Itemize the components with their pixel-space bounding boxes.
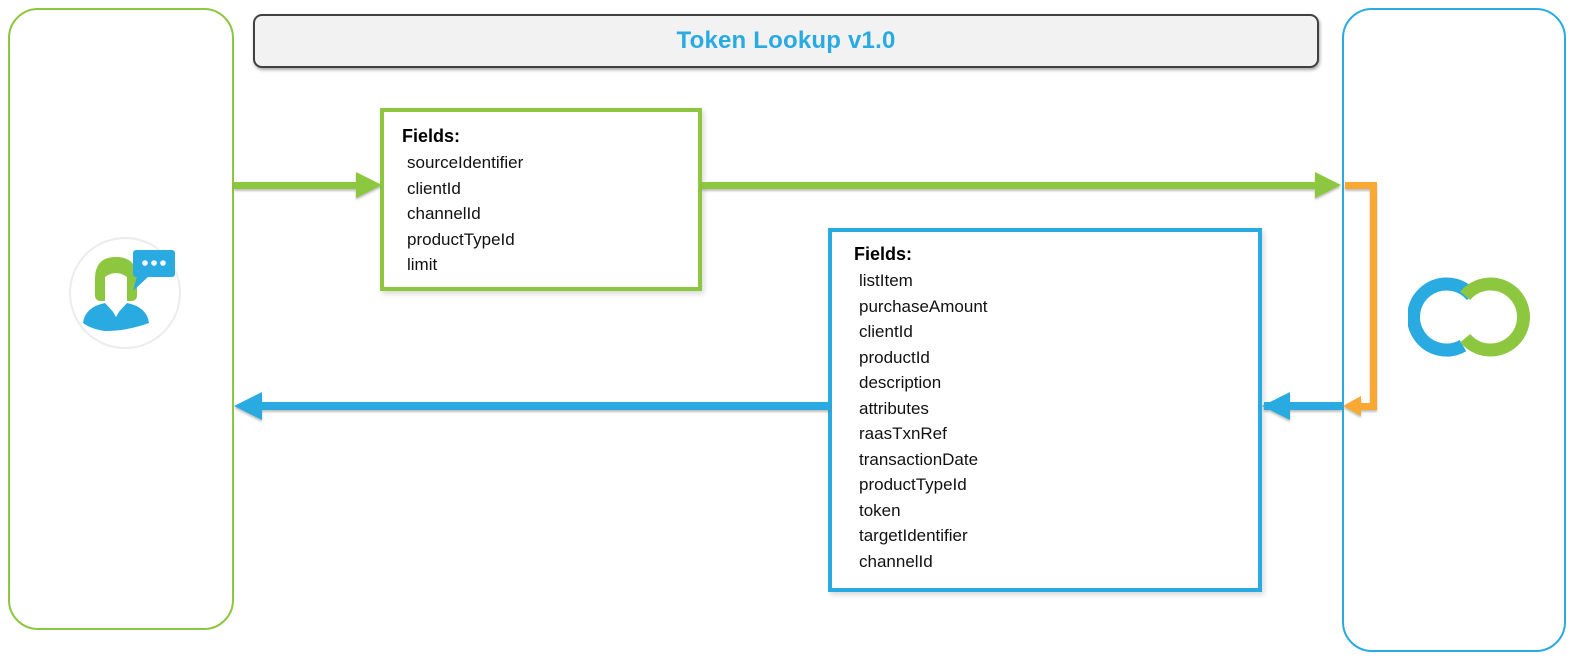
- response-fields-list: listItem purchaseAmount clientId productId d…: [854, 268, 1236, 574]
- field-item: targetIdentifier: [859, 526, 968, 545]
- field-item: token: [859, 500, 901, 520]
- connector-vertical-segment: [1370, 182, 1377, 410]
- request-arrowhead-icon: [1315, 172, 1341, 198]
- response-arrow-segment-1: [1262, 392, 1342, 420]
- field-item: channelId: [859, 551, 933, 571]
- diagram-title: Token Lookup v1.0: [676, 27, 896, 54]
- interlocked-rings-logo-icon: [1407, 272, 1548, 369]
- field-item: limit: [407, 255, 438, 274]
- request-arrow-shaft: [234, 182, 358, 189]
- response-fields-box: Fields: listItem purchaseAmount clientId pr…: [828, 228, 1262, 592]
- field-item: attributes: [859, 398, 929, 418]
- connector-arrowhead-icon: [1343, 396, 1361, 416]
- field-item: sourceIdentifier: [407, 153, 524, 172]
- field-item: clientId: [859, 322, 913, 341]
- request-arrow-shaft: [702, 182, 1316, 189]
- response-arrow-shaft: [1264, 402, 1342, 410]
- field-item: raasTxnRef: [859, 424, 947, 443]
- response-arrow-segment-2: [234, 392, 830, 420]
- connector-top-segment: [1345, 182, 1377, 189]
- client-panel: [8, 8, 234, 630]
- field-item: purchaseAmount: [859, 296, 988, 316]
- field-item: productId: [859, 347, 930, 367]
- request-arrow-segment-2: [702, 172, 1341, 198]
- request-arrow-segment-1: [234, 172, 382, 198]
- field-item: transactionDate: [859, 449, 979, 469]
- response-arrowhead-icon: [1262, 392, 1290, 420]
- request-fields-heading: Fields:: [402, 126, 461, 146]
- response-arrow-shaft: [258, 402, 830, 410]
- user-with-speech-bubble-icon: [67, 234, 185, 357]
- field-item: listItem: [859, 271, 913, 290]
- service-internal-connector: [1343, 182, 1383, 416]
- response-fields-heading: Fields:: [854, 244, 913, 264]
- field-item: clientId: [407, 178, 461, 198]
- response-arrowhead-icon: [234, 392, 262, 420]
- title-bar: Token Lookup v1.0: [253, 14, 1319, 68]
- request-fields-box: Fields: sourceIdentifier clientId channelI…: [380, 108, 702, 291]
- field-item: channelId: [407, 204, 481, 223]
- request-fields-list: sourceIdentifier clientId channelId product…: [402, 150, 680, 278]
- field-item: productTypeId: [407, 229, 515, 249]
- field-item: description: [859, 373, 942, 392]
- field-item: productTypeId: [859, 475, 967, 494]
- connector-bottom-segment: [1359, 403, 1377, 410]
- request-arrowhead-icon: [356, 172, 382, 198]
- service-panel: [1342, 8, 1566, 652]
